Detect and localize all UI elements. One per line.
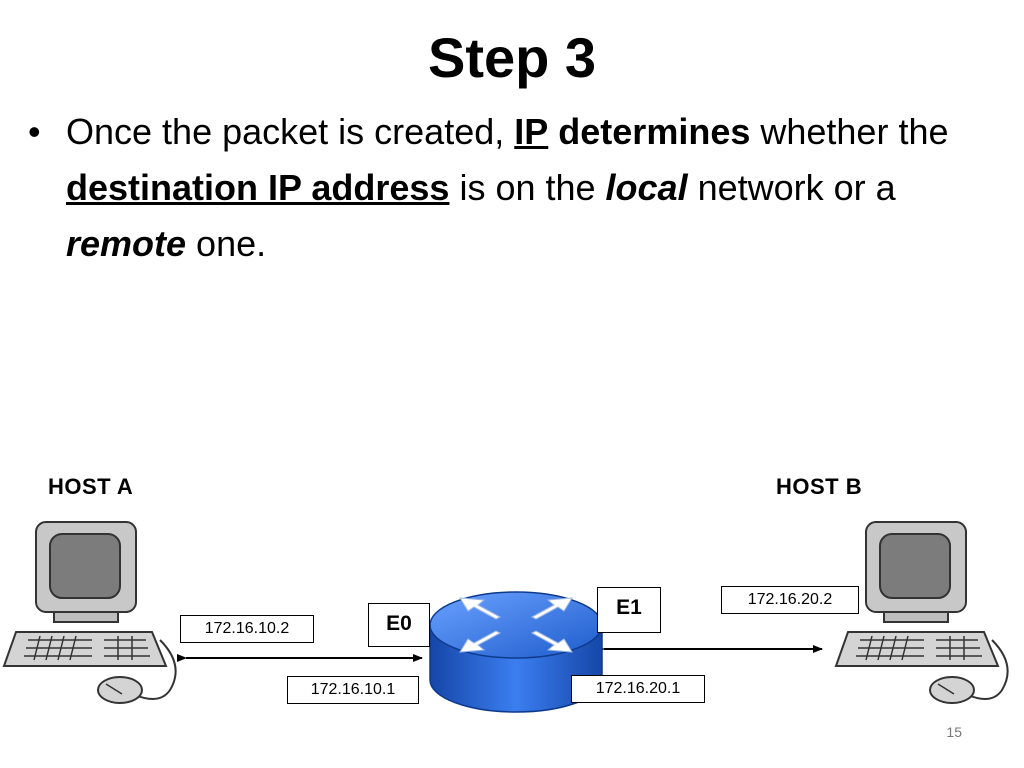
bullet-text-3: is on the: [449, 167, 606, 208]
bullet-text-destination: destination IP address: [66, 167, 450, 208]
bullet-text-local: local: [605, 167, 688, 208]
host-a-computer-icon: [2, 521, 177, 704]
router-icon: [429, 591, 603, 713]
bullet-text-5: one.: [186, 223, 267, 264]
bullet-text-remote: remote: [66, 223, 187, 264]
router-e1-interface-label: E1: [597, 587, 661, 633]
bullet-text-2: whether the: [750, 111, 949, 152]
page-number: 15: [946, 724, 962, 740]
router-e1-ip-box: 172.16.20.1: [571, 675, 705, 703]
host-b-label: HOST B: [776, 474, 863, 499]
bullet-text: Once the packet is created, IP determine…: [66, 104, 998, 272]
bullet-marker: •: [28, 111, 41, 152]
bullet-text-4: network or a: [687, 167, 896, 208]
bullet-text-ip: IP: [514, 111, 549, 152]
host-a-ip-box: 172.16.10.2: [180, 615, 314, 643]
bullet-text-1: Once the packet is created,: [66, 111, 515, 152]
bullet-item: • Once the packet is created, IP determi…: [28, 104, 998, 272]
bullet-text-determines: determines: [558, 111, 751, 152]
router-e0-ip-box: 172.16.10.1: [287, 676, 419, 704]
host-a-label: HOST A: [48, 474, 134, 499]
slide-title: Step 3: [427, 26, 597, 89]
router-e0-interface-label: E0: [368, 603, 430, 647]
host-b-computer-icon: [834, 521, 1009, 704]
host-b-ip-box: 172.16.20.2: [721, 586, 859, 614]
